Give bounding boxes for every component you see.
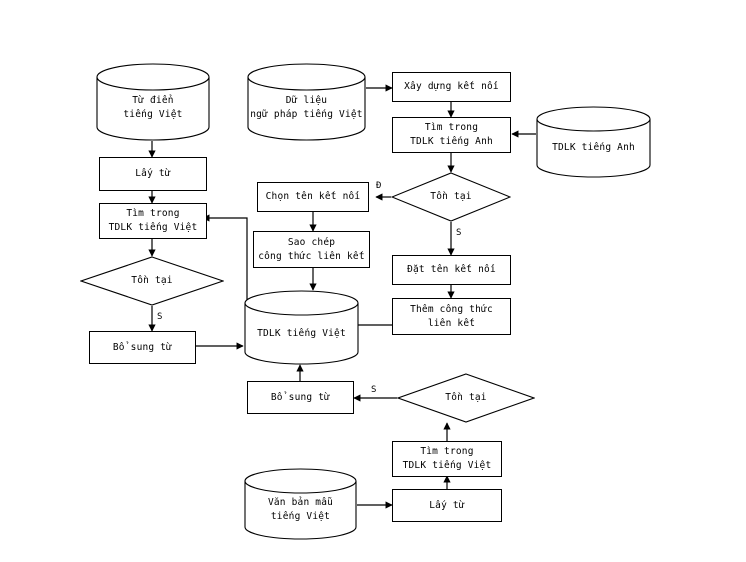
node-label: Lấy từ [429,499,465,511]
node-dat-ten-ket-noi[interactable]: Đặt tên kết nối [392,255,511,285]
node-lay-tu-tren[interactable]: Lấy từ [99,157,207,191]
edge-label-S-trai: S [157,312,163,322]
node-label: Tìm trong TDLK tiếng Anh [410,122,493,147]
node-ton-tai-trai[interactable]: Tồn tại [80,256,224,306]
node-sao-chep-cong-thuc[interactable]: Sao chép công thức liên kết [253,231,370,268]
node-label: Lấy từ [135,168,171,179]
node-label: Sao chép công thức liên kết [258,236,365,262]
node-label: Xây dựng kết nối [404,81,499,92]
node-label: TDLK tiếng Anh [552,142,635,153]
node-label: Đặt tên kết nối [407,264,496,275]
node-bo-sung-tu-duoi[interactable]: Bổ sung từ [247,381,354,414]
node-label: Chọn tên kết nối [265,191,361,202]
node-label: Văn bản mẫu tiếng Việt [267,497,334,522]
node-ton-tai-anh[interactable]: Tồn tại [391,172,511,222]
edge-label-S-duoi: S [371,385,377,395]
node-label: Tìm trong TDLK tiếng Việt [108,208,198,233]
node-label: Tồn tại [430,191,472,202]
node-xay-dung-ket-noi[interactable]: Xây dựng kết nối [392,72,511,102]
node-label: Tồn tại [445,392,487,403]
node-van-ban-mau[interactable]: Văn bản mẫu tiếng Việt [244,468,357,540]
node-them-cong-thuc[interactable]: Thêm công thức liên kết [392,298,511,335]
node-lay-tu-duoi[interactable]: Lấy từ [392,489,502,522]
node-tim-trong-tdlk-tieng-viet-tren[interactable]: Tìm trong TDLK tiếng Việt [99,203,207,239]
node-label: TDLK tiếng Việt [257,327,346,339]
node-label: Từ điển tiếng Việt [123,95,183,120]
node-bo-sung-tu-trai[interactable]: Bổ sung từ [89,331,196,364]
edge-label-D-anh: Đ [376,181,382,191]
node-tdlk-tieng-viet[interactable]: TDLK tiếng Việt [244,290,359,365]
node-label: Bổ sung từ [270,391,331,403]
node-du-lieu-ngu-phap[interactable]: Dữ liệu ngữ pháp tiếng Việt [247,63,366,141]
node-tim-trong-tdlk-tieng-viet-duoi[interactable]: Tìm trong TDLK tiếng Việt [392,441,502,477]
node-tdlk-tieng-anh[interactable]: TDLK tiếng Anh [536,106,651,178]
node-label: Tìm trong TDLK tiếng Việt [402,446,492,471]
node-chon-ten-ket-noi[interactable]: Chọn tên kết nối [257,182,369,212]
node-ton-tai-duoi[interactable]: Tồn tại [397,373,535,423]
edge-label-S-anh: S [456,228,462,238]
node-label: Thêm công thức liên kết [410,303,493,329]
node-label: Bổ sung từ [112,341,173,353]
node-tim-trong-tdlk-tieng-anh[interactable]: Tìm trong TDLK tiếng Anh [392,117,511,153]
node-label: Dữ liệu ngữ pháp tiếng Việt [250,95,363,120]
node-tu-dien-tieng-viet[interactable]: Từ điển tiếng Việt [96,63,210,141]
node-label: Tồn tại [131,275,173,286]
